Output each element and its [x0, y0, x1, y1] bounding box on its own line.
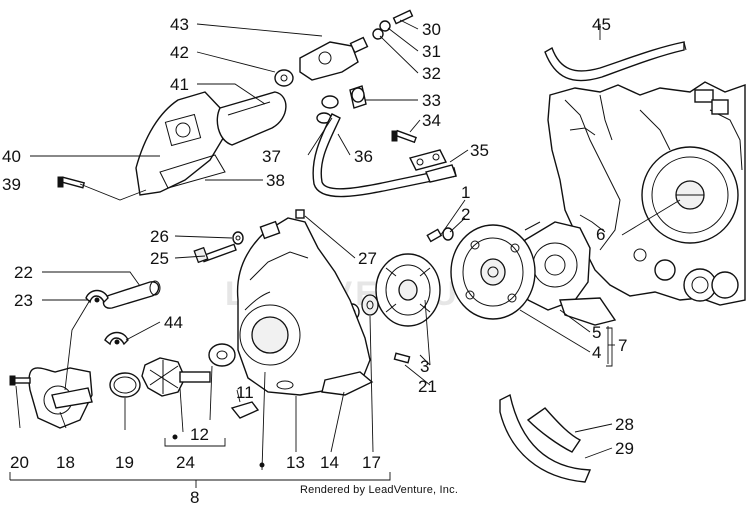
- callout-44: 44: [164, 313, 183, 332]
- clamp-44: [104, 331, 129, 346]
- callout-30: 30: [422, 20, 441, 39]
- callout-29: 29: [615, 439, 634, 458]
- bolt-25: [193, 243, 237, 264]
- cooling-fan-plate: [375, 253, 441, 327]
- callout-18: 18: [56, 453, 75, 472]
- callout-labels: 43 42 41 40 39 38 37 36 33 34 35 30 31 3…: [2, 15, 634, 505]
- callout-19: 19: [115, 453, 134, 472]
- callout-31: 31: [422, 42, 441, 61]
- spacer-42: [274, 69, 294, 87]
- group-brackets: [164, 327, 613, 447]
- pump-housing-18: [28, 367, 93, 429]
- callout-45: 45: [592, 15, 611, 34]
- callout-13: 13: [286, 453, 305, 472]
- callout-28: 28: [615, 415, 634, 434]
- engine-crankcase: [547, 81, 746, 306]
- callout-7: 7: [618, 336, 627, 355]
- callout-27: 27: [358, 249, 377, 268]
- callout-26: 26: [150, 227, 169, 246]
- bushing-12: [208, 343, 236, 367]
- callout-33: 33: [422, 91, 441, 110]
- gasket-38: [159, 154, 226, 189]
- callout-36: 36: [354, 147, 373, 166]
- hose-28-29: [499, 393, 592, 483]
- callout-39: 39: [2, 175, 21, 194]
- screw-20: [9, 375, 31, 386]
- callout-5: 5: [592, 323, 601, 342]
- impeller-24: [141, 357, 211, 397]
- callout-35: 35: [470, 141, 489, 160]
- callout-1: 1: [461, 183, 470, 202]
- washer-26: [232, 231, 244, 245]
- bolt-1: [426, 228, 443, 243]
- callout-23: 23: [14, 291, 33, 310]
- render-credit: Rendered by LeadVenture, Inc.: [300, 484, 459, 496]
- callout-37: 37: [262, 147, 281, 166]
- hose-45: [544, 41, 687, 82]
- clamp-37: [316, 95, 339, 124]
- callout-12: 12: [190, 425, 209, 444]
- gasket-35: [408, 149, 457, 183]
- fitting-33: [349, 85, 367, 109]
- callout-4: 4: [592, 343, 601, 362]
- callout-14: 14: [320, 453, 339, 472]
- callout-34: 34: [422, 111, 441, 130]
- callout-40: 40: [2, 147, 21, 166]
- washers-30-32: [372, 9, 414, 40]
- callout-3: 3: [420, 357, 429, 376]
- fan-cover: [236, 217, 374, 396]
- callout-24: 24: [176, 453, 195, 472]
- cover-plate-40: [135, 91, 226, 196]
- callout-32: 32: [422, 64, 441, 83]
- stator-flywheel: [450, 221, 617, 326]
- screw-39: [57, 176, 86, 189]
- screw-21: [393, 352, 411, 364]
- callout-38: 38: [266, 171, 285, 190]
- callout-41: 41: [170, 75, 189, 94]
- callout-11: 11: [236, 383, 254, 402]
- callout-43: 43: [170, 15, 189, 34]
- callout-2: 2: [461, 205, 470, 224]
- valve-43: [299, 36, 369, 81]
- hose-36: [312, 113, 457, 198]
- sleeve-22: [102, 280, 161, 309]
- clamp-23: [85, 289, 109, 304]
- callout-21: 21: [418, 377, 437, 396]
- callout-17: 17: [362, 453, 381, 472]
- pin-27: [295, 209, 305, 219]
- o-ring-19: [109, 372, 141, 398]
- callout-6: 6: [596, 225, 605, 244]
- callout-42: 42: [170, 43, 189, 62]
- callout-22: 22: [14, 263, 33, 282]
- key-11: [230, 401, 260, 419]
- callout-20: 20: [10, 453, 29, 472]
- bracket-41: [216, 91, 287, 146]
- callout-8: 8: [190, 488, 199, 505]
- reference-dots: [172, 434, 265, 468]
- callout-25: 25: [150, 249, 169, 268]
- bolt-34: [391, 129, 417, 144]
